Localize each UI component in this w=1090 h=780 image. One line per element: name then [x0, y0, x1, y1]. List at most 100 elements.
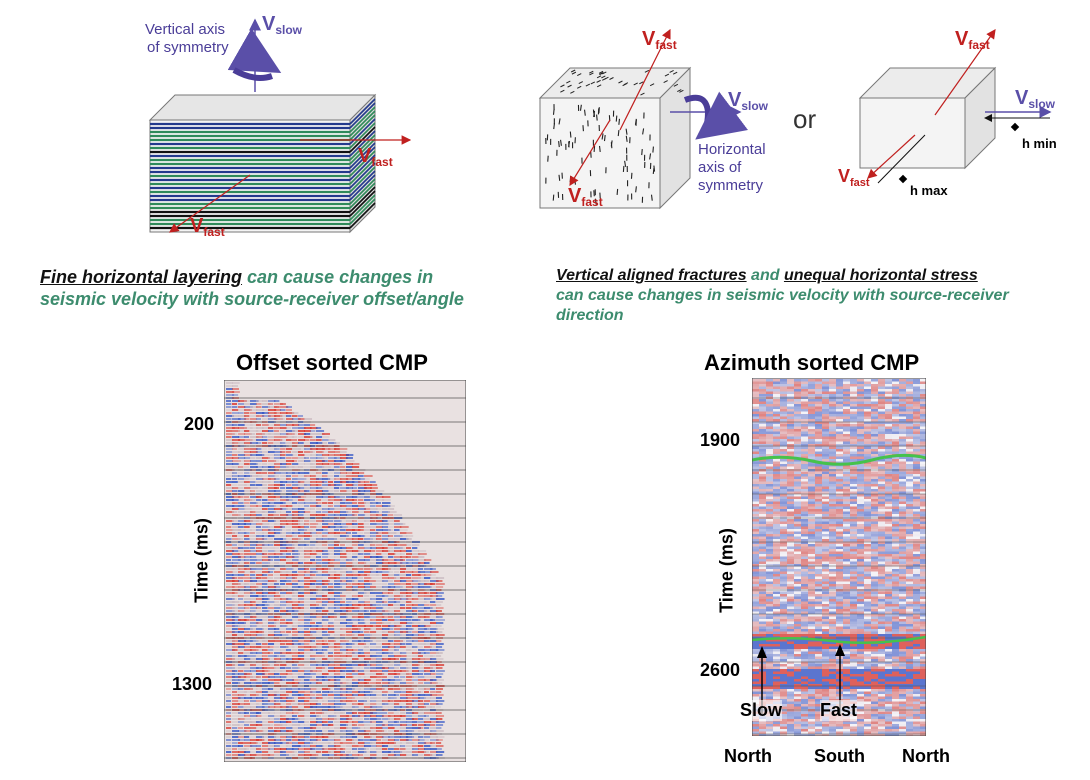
trace-sample [226, 556, 232, 558]
trace-sample [322, 532, 329, 534]
trace-sample [352, 550, 360, 552]
trace-sample [334, 532, 341, 534]
trace-sample [244, 484, 253, 486]
trace-sample [304, 460, 311, 462]
az-sample [822, 384, 829, 387]
trace-sample [334, 457, 342, 459]
az-sample [752, 441, 759, 444]
trace-sample [232, 478, 238, 480]
trace-sample [244, 646, 251, 648]
trace-sample [298, 544, 307, 546]
trace-sample [388, 595, 395, 597]
trace-sample [244, 724, 250, 726]
trace-sample [346, 583, 352, 585]
trace-sample [316, 454, 323, 456]
az-sample [836, 381, 843, 384]
trace-sample [226, 745, 232, 747]
trace-sample [412, 577, 421, 579]
trace-sample [262, 655, 268, 657]
trace-sample [274, 424, 281, 426]
trace-sample [388, 676, 394, 678]
trace-sample [286, 700, 295, 702]
trace-sample [268, 628, 276, 630]
trace-sample [382, 625, 391, 627]
trace-sample [238, 715, 246, 717]
trace-sample [274, 442, 282, 444]
trace-sample [400, 526, 409, 528]
az-sample [766, 424, 773, 427]
trace-sample [304, 649, 313, 651]
right-caption-text-1: can cause changes in seismic velocity wi… [556, 287, 1009, 304]
trace-sample [364, 676, 373, 678]
az-sample [780, 414, 787, 417]
trace-sample [262, 604, 270, 606]
trace-sample [424, 655, 433, 657]
trace-sample [376, 703, 385, 705]
trace-sample [346, 526, 355, 528]
az-sample [815, 421, 822, 424]
trace-sample [406, 553, 413, 555]
trace-sample [238, 712, 247, 714]
az-sample [906, 444, 913, 447]
trace-sample [292, 526, 301, 528]
trace-sample [334, 745, 341, 747]
az-sample [794, 474, 801, 477]
az-sample [766, 476, 773, 479]
trace-sample [232, 559, 241, 561]
trace-sample [382, 706, 389, 708]
trace-sample [274, 706, 283, 708]
trace-sample [250, 511, 256, 513]
az-sample [773, 439, 780, 442]
az-sample [829, 434, 836, 437]
az-sample [899, 399, 906, 402]
trace-sample [316, 652, 324, 654]
trace-sample [304, 664, 310, 666]
trace-sample [262, 568, 269, 570]
trace-sample [412, 580, 421, 582]
trace-sample [238, 667, 245, 669]
trace-sample [310, 571, 318, 573]
az-sample [787, 426, 794, 429]
trace-sample [256, 433, 265, 435]
trace-sample [430, 697, 438, 699]
trace-sample [424, 580, 430, 582]
trace-sample [256, 700, 264, 702]
trace-sample [382, 748, 388, 750]
az-sample [773, 471, 780, 474]
trace-sample [238, 532, 247, 534]
trace-sample [268, 694, 277, 696]
trace-sample [250, 688, 258, 690]
trace-sample [412, 718, 418, 720]
trace-sample [364, 691, 373, 693]
trace-sample [232, 595, 240, 597]
trace-sample [232, 751, 239, 753]
trace-sample [370, 634, 377, 636]
trace-sample [400, 631, 409, 633]
trace-sample [304, 430, 311, 432]
trace-sample [328, 748, 337, 750]
az-sample [780, 391, 787, 394]
trace-sample [358, 748, 366, 750]
trace-sample [280, 562, 288, 564]
trace-sample [382, 601, 388, 603]
trace-sample [310, 427, 318, 429]
trace-sample [286, 424, 295, 426]
trace-sample [262, 601, 268, 603]
trace-sample [310, 634, 317, 636]
trace-sample [364, 568, 373, 570]
trace-sample [286, 478, 292, 480]
trace-sample [388, 643, 395, 645]
trace-sample [310, 673, 316, 675]
trace-sample [352, 529, 361, 531]
trace-sample [274, 487, 280, 489]
az-sample [899, 429, 906, 432]
layer-stripe-side [349, 182, 376, 209]
trace-sample [340, 682, 349, 684]
trace-sample [232, 745, 240, 747]
trace-sample [406, 586, 414, 588]
trace-sample [388, 550, 396, 552]
trace-sample [328, 640, 336, 642]
trace-sample [292, 646, 300, 648]
trace-sample [250, 487, 258, 489]
trace-sample [268, 457, 275, 459]
